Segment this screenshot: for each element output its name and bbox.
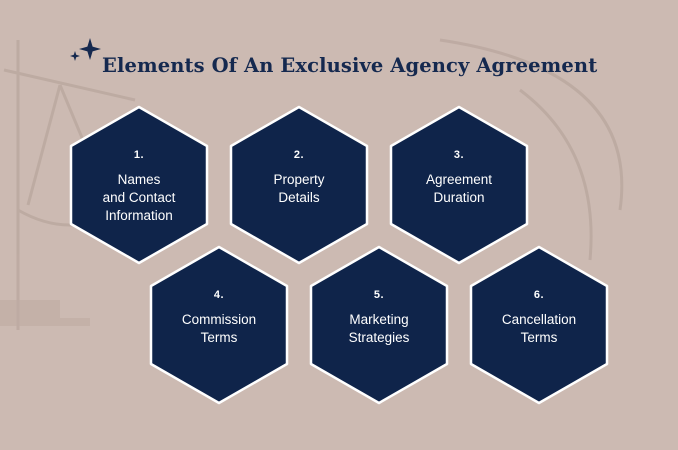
element-card-5: 5. Marketing Strategies — [309, 245, 449, 405]
element-number: 6. — [533, 289, 545, 301]
sparkle-icon — [70, 38, 101, 61]
element-label: Marketing Strategies — [348, 312, 410, 345]
element-label: Property Details — [273, 172, 325, 205]
hexagon-shape — [469, 245, 609, 405]
element-number: 5. — [373, 289, 385, 301]
hexagon-shape — [229, 105, 369, 265]
hexagon-shape — [69, 105, 209, 265]
element-card-1: 1. Names and Contact Information — [69, 105, 209, 265]
title-row: Elements Of An Exclusive Agency Agreemen… — [70, 36, 597, 77]
hexagon-shape — [309, 245, 449, 405]
element-number: 3. — [453, 149, 465, 161]
page-title: Elements Of An Exclusive Agency Agreemen… — [102, 54, 598, 77]
element-card-4: 4. Commission Terms — [149, 245, 289, 405]
hexagon-shape — [389, 105, 529, 265]
element-number: 1. — [133, 149, 145, 161]
element-label: Names and Contact Information — [102, 172, 176, 223]
hexagon-shape — [149, 245, 289, 405]
element-number: 2. — [293, 149, 305, 161]
element-number: 4. — [213, 289, 225, 301]
element-label: Agreement Duration — [425, 172, 493, 205]
element-card-2: 2. Property Details — [229, 105, 369, 265]
element-card-3: 3. Agreement Duration — [389, 105, 529, 265]
element-label: Commission Terms — [181, 312, 257, 345]
element-label: Cancellation Terms — [501, 312, 577, 345]
element-card-6: 6. Cancellation Terms — [469, 245, 609, 405]
